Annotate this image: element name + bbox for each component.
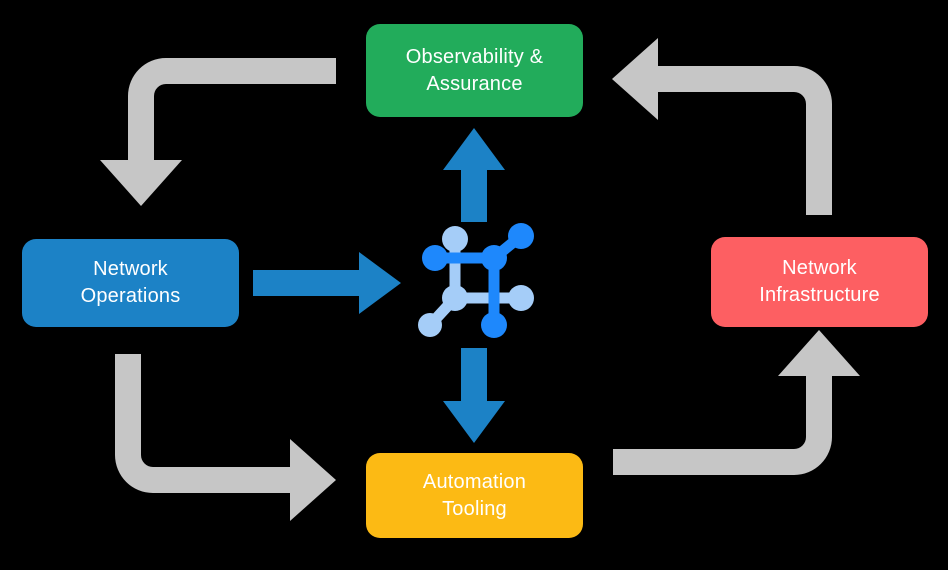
arrow-network-operations-to-center bbox=[253, 252, 401, 314]
network-icon-primary-edges bbox=[431, 230, 527, 331]
arrow-observability-to-network-operations bbox=[100, 58, 336, 206]
node-observability-and-assurance[interactable]: Observability & Assurance bbox=[366, 24, 583, 117]
network-icon-secondary-nodes bbox=[418, 226, 534, 337]
node-network-operations[interactable]: Network Operations bbox=[22, 239, 239, 327]
network-icon-secondary-edges bbox=[425, 234, 526, 330]
node-network-infrastructure[interactable]: Network Infrastructure bbox=[711, 237, 928, 327]
arrow-network-infrastructure-to-observability bbox=[612, 38, 832, 215]
arrow-automation-tooling-to-network-infrastructure bbox=[613, 330, 860, 475]
network-icon-primary-nodes bbox=[422, 223, 534, 338]
node-automation-tooling[interactable]: Automation Tooling bbox=[366, 453, 583, 538]
arrow-network-operations-to-automation-tooling bbox=[115, 354, 336, 521]
arrow-center-to-observability bbox=[443, 128, 505, 222]
arrow-center-to-automation-tooling bbox=[443, 348, 505, 443]
